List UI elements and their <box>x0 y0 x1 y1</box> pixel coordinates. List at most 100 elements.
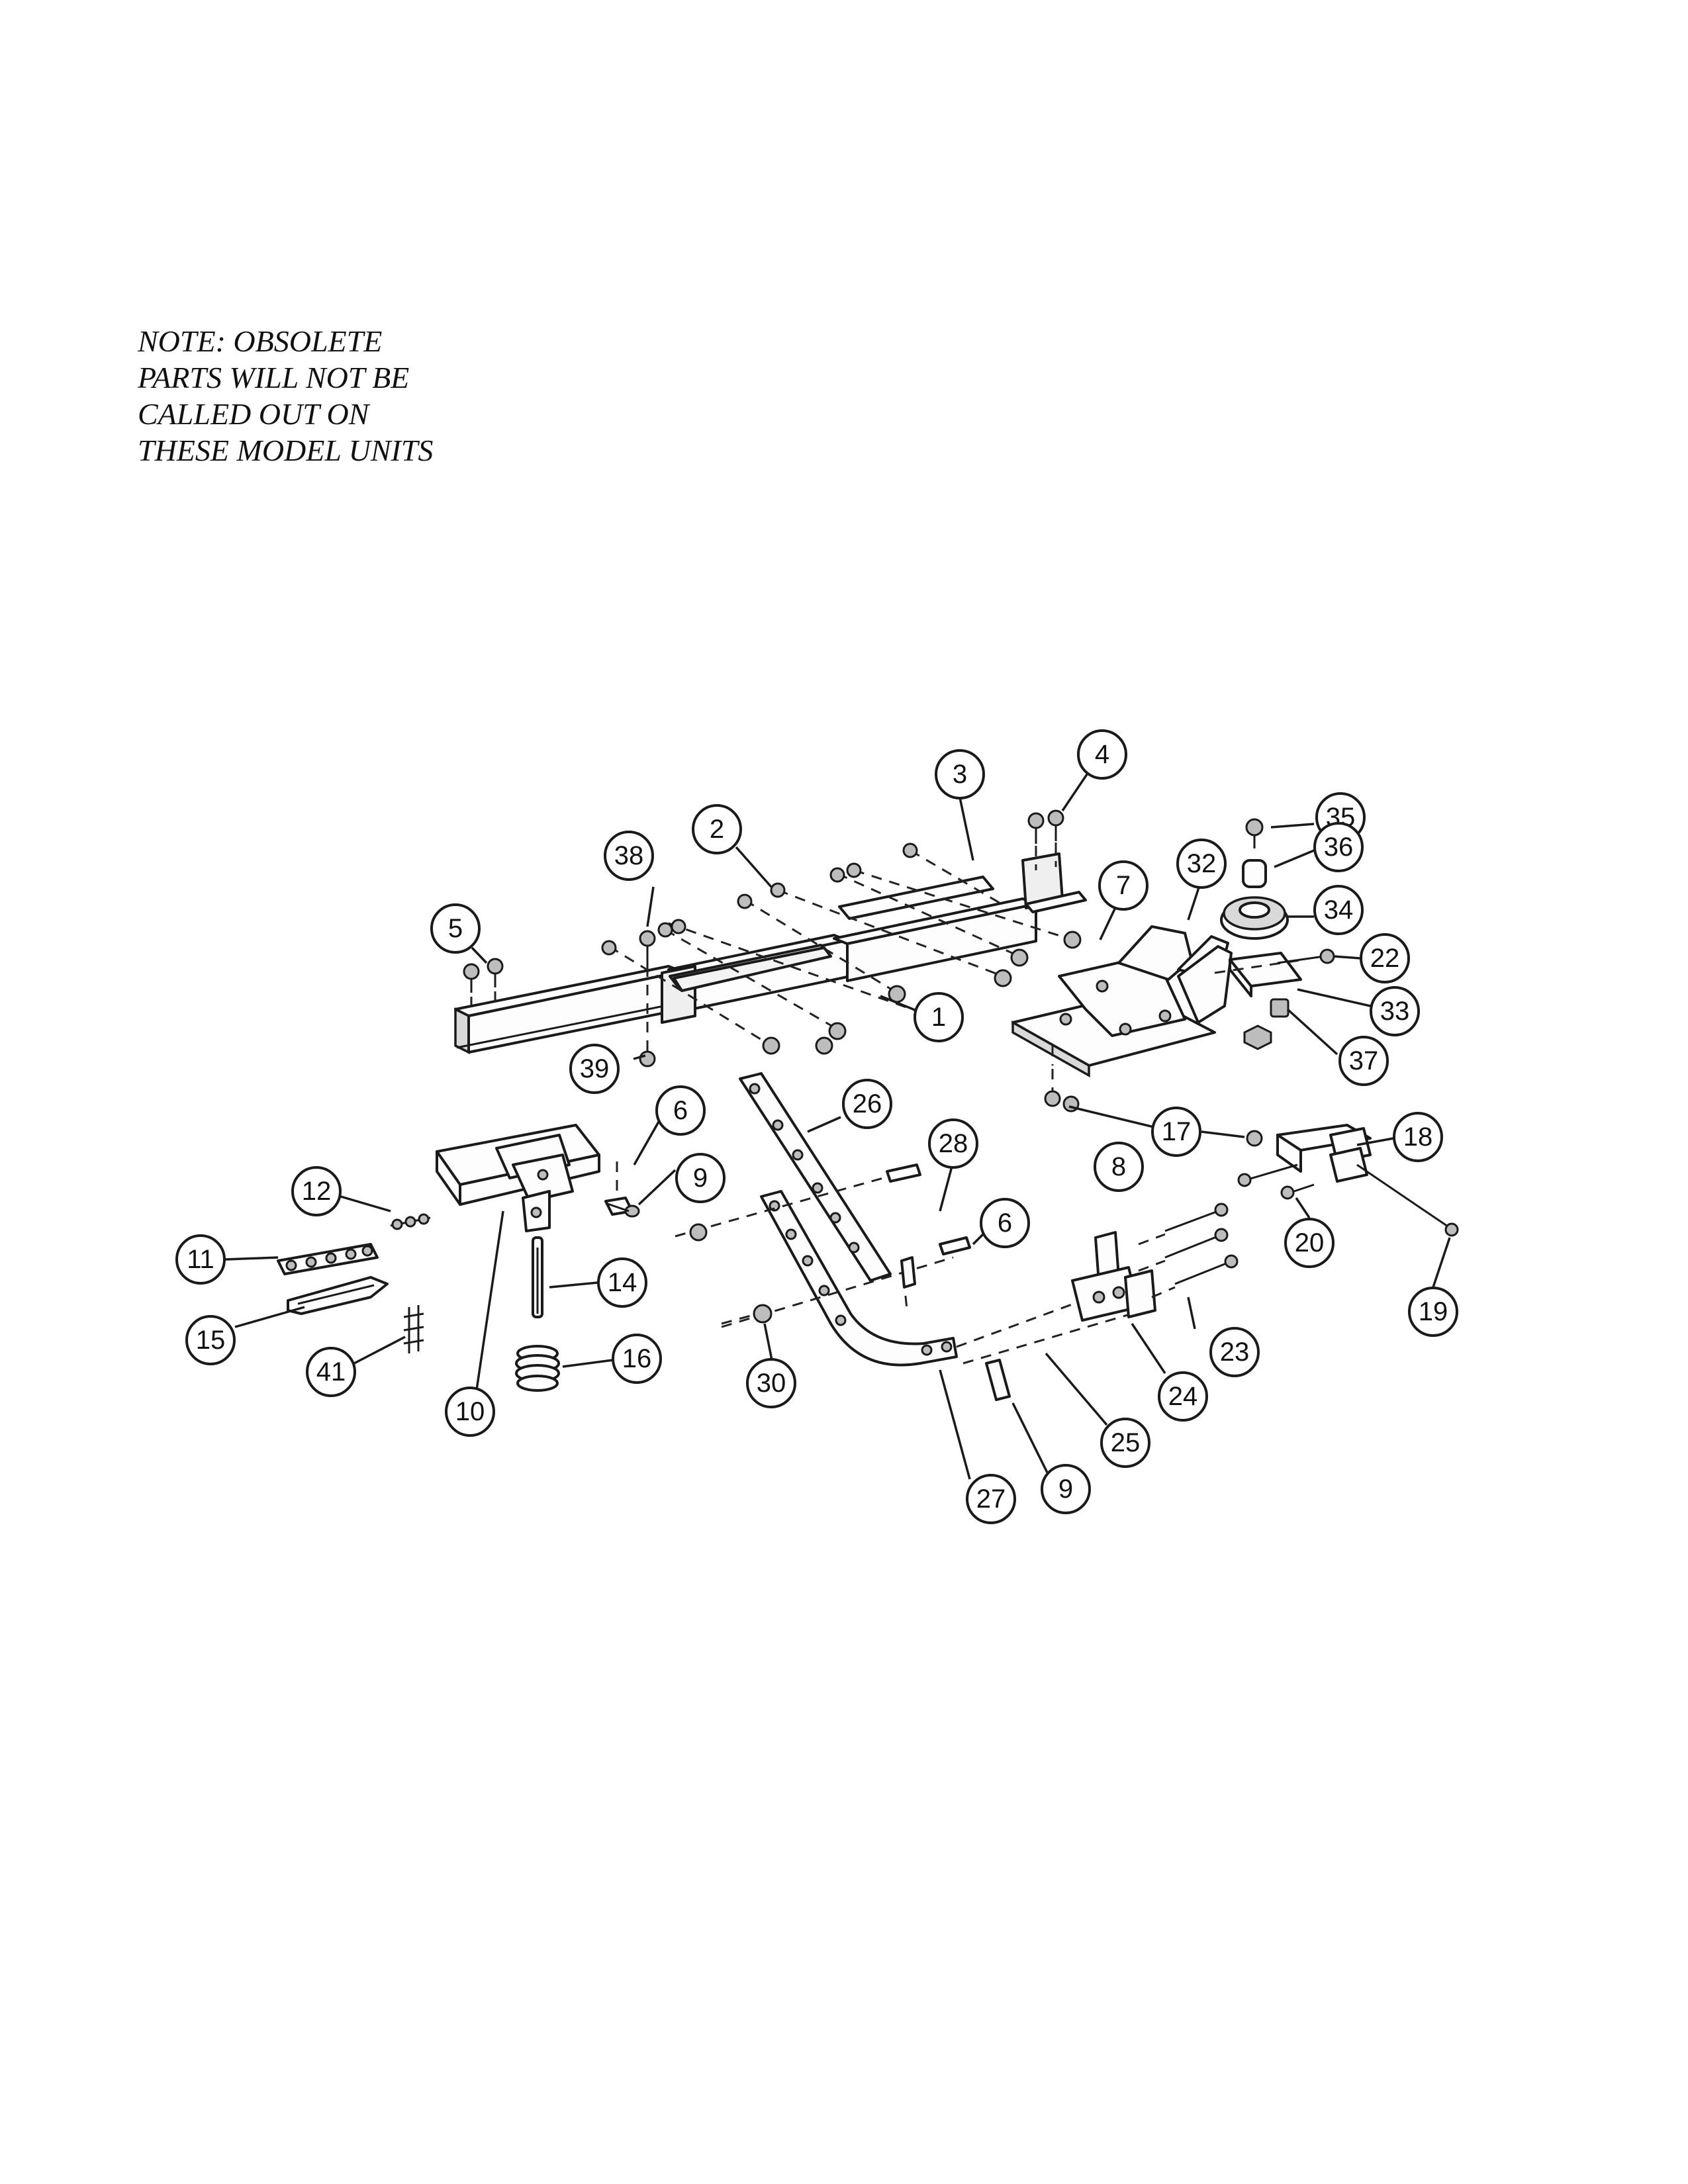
callout-17: 17 <box>1151 1107 1201 1157</box>
chain-pin <box>390 1213 431 1230</box>
chain-guide <box>287 1276 389 1315</box>
chain-clips <box>403 1305 424 1353</box>
callout-32: 32 <box>1176 839 1227 889</box>
svg-text:8: 8 <box>1111 1152 1126 1181</box>
svg-text:12: 12 <box>302 1177 332 1206</box>
svg-text:33: 33 <box>1380 997 1410 1026</box>
callout-4: 4 <box>1077 729 1127 780</box>
callout-10: 10 <box>445 1387 495 1437</box>
svg-text:2: 2 <box>710 815 724 844</box>
rail-brace-2 <box>669 944 832 992</box>
svg-text:22: 22 <box>1370 944 1400 973</box>
obsolete-parts-note: NOTE: OBSOLETE PARTS WILL NOT BE CALLED … <box>138 323 433 469</box>
callout-3: 3 <box>935 749 985 799</box>
rail-brace-3 <box>838 876 994 920</box>
svg-text:1: 1 <box>931 1003 946 1032</box>
trolley-rod <box>532 1236 543 1318</box>
svg-text:28: 28 <box>939 1129 968 1158</box>
svg-text:19: 19 <box>1419 1297 1448 1326</box>
svg-text:27: 27 <box>976 1484 1006 1514</box>
svg-text:37: 37 <box>1349 1046 1379 1075</box>
svg-text:30: 30 <box>757 1369 786 1398</box>
svg-text:23: 23 <box>1220 1338 1250 1367</box>
svg-text:34: 34 <box>1324 895 1354 925</box>
curved-door-arm <box>760 1190 958 1367</box>
callout-16: 16 <box>612 1334 662 1384</box>
pulley-assembly <box>1214 818 1335 1050</box>
svg-text:18: 18 <box>1403 1122 1433 1152</box>
note-line-4: THESE MODEL UNITS <box>138 433 434 467</box>
svg-text:26: 26 <box>853 1089 882 1118</box>
callout-5: 5 <box>430 903 481 954</box>
svg-text:4: 4 <box>1095 740 1109 769</box>
svg-text:17: 17 <box>1162 1117 1192 1146</box>
rail-fastener-paths <box>608 849 1073 1047</box>
callout-11: 11 <box>175 1234 226 1285</box>
svg-text:36: 36 <box>1324 833 1354 862</box>
callout-25: 25 <box>1100 1418 1150 1468</box>
trolley <box>436 1124 600 1232</box>
svg-text:3: 3 <box>953 760 967 789</box>
svg-text:14: 14 <box>608 1268 637 1297</box>
front-bolts <box>463 958 504 1013</box>
svg-text:39: 39 <box>580 1054 610 1083</box>
callout-22: 22 <box>1360 933 1410 983</box>
trolley-spring <box>515 1345 560 1392</box>
callout-41: 41 <box>306 1347 356 1397</box>
callout-23: 23 <box>1209 1327 1260 1377</box>
trolley-pin-and-bolt <box>604 1161 640 1218</box>
callout-39: 39 <box>569 1044 620 1094</box>
svg-text:15: 15 <box>196 1326 226 1355</box>
svg-text:9: 9 <box>693 1163 708 1193</box>
callout-15: 15 <box>185 1315 236 1365</box>
door-bracket <box>1071 1231 1156 1322</box>
svg-text:6: 6 <box>998 1208 1012 1238</box>
svg-text:20: 20 <box>1295 1228 1325 1257</box>
callout-30: 30 <box>746 1358 796 1408</box>
callout-26: 26 <box>842 1079 892 1129</box>
callout-20: 20 <box>1284 1218 1335 1268</box>
chain-link <box>277 1243 379 1275</box>
callout-37: 37 <box>1338 1036 1389 1086</box>
callout-36: 36 <box>1313 822 1364 872</box>
callout-24: 24 <box>1158 1371 1208 1422</box>
door-arm-fasteners <box>675 1163 1133 1401</box>
svg-text:7: 7 <box>1116 871 1131 900</box>
svg-text:9: 9 <box>1058 1475 1073 1504</box>
callout-2: 2 <box>692 804 742 854</box>
callout-9-lower: 9 <box>1041 1464 1091 1514</box>
callout-9-upper: 9 <box>675 1153 726 1203</box>
callout-38: 38 <box>604 831 654 881</box>
callout-8: 8 <box>1094 1142 1144 1192</box>
callout-27: 27 <box>966 1474 1016 1524</box>
straight-door-arm <box>739 1072 892 1282</box>
callout-7: 7 <box>1098 860 1149 911</box>
note-line-2: PARTS WILL NOT BE <box>138 361 410 394</box>
svg-text:38: 38 <box>614 841 644 870</box>
svg-text:6: 6 <box>673 1096 688 1125</box>
svg-text:24: 24 <box>1168 1382 1198 1411</box>
callout-6-upper: 6 <box>655 1085 706 1136</box>
callout-33: 33 <box>1370 986 1420 1036</box>
svg-text:32: 32 <box>1187 849 1217 878</box>
callout-14: 14 <box>597 1257 647 1308</box>
svg-text:5: 5 <box>448 914 463 943</box>
callout-19: 19 <box>1408 1287 1458 1337</box>
callout-1: 1 <box>914 992 964 1042</box>
callout-12: 12 <box>291 1166 342 1216</box>
callout-28: 28 <box>928 1118 978 1169</box>
svg-text:10: 10 <box>455 1397 485 1426</box>
svg-text:16: 16 <box>622 1344 652 1373</box>
callout-bubbles: 1 2 3 4 5 6 6 7 8 9 9 10 11 12 14 15 16 … <box>175 729 1458 1524</box>
bracket-assembly <box>1011 925 1233 1092</box>
callout-34: 34 <box>1313 885 1364 935</box>
rail-section-rear <box>833 852 1087 982</box>
note-line-3: CALLED OUT ON <box>138 397 369 431</box>
lag-screws <box>1138 1203 1239 1298</box>
note-line-1: NOTE: OBSOLETE <box>138 324 383 358</box>
svg-text:41: 41 <box>316 1357 346 1387</box>
svg-text:25: 25 <box>1111 1428 1141 1457</box>
rear-bolts <box>1027 809 1064 870</box>
